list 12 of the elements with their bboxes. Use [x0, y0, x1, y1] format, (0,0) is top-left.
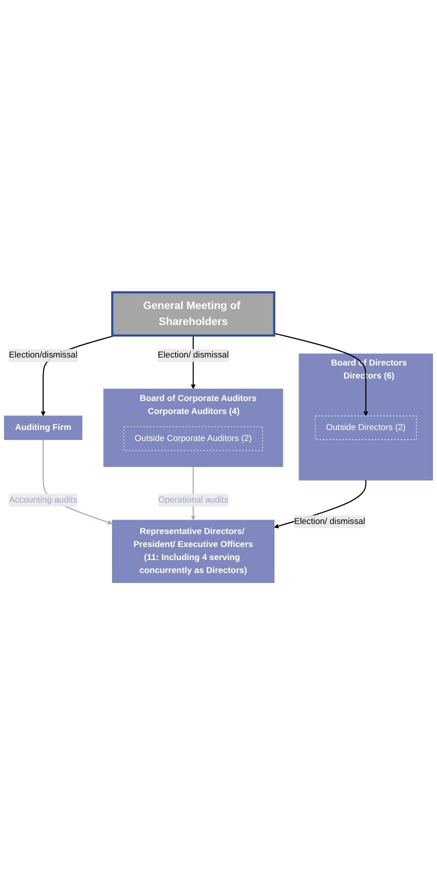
edge-label: Accounting audits [9, 495, 78, 504]
arrow [274, 480, 366, 528]
node-box: Outside Corporate Auditors (2) [124, 426, 263, 451]
edge-label: Election/dismissal [8, 350, 78, 360]
node-box: Auditing Firm [4, 416, 82, 440]
edge-label: Election/ dismissal [158, 350, 229, 360]
node-box: Representative Directors/ President/ Executive Officers (11: Including 4 serving concurrently as Directors) [112, 520, 274, 583]
edge-label: Election/ dismissal [294, 516, 366, 526]
node-box: General Meeting of Shareholders [111, 291, 276, 337]
node-box: Outside Directors (2) [314, 416, 417, 440]
edge-label: Operational audits [158, 495, 228, 504]
arrow [274, 332, 368, 416]
